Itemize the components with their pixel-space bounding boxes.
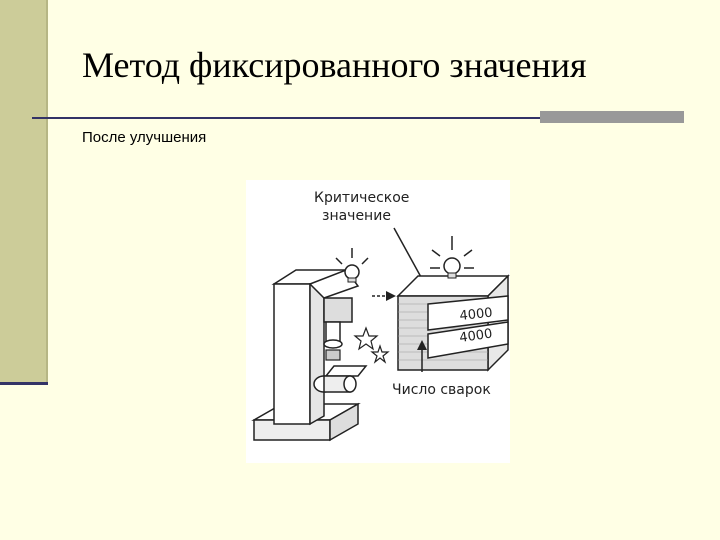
critical-value-display — [427, 295, 509, 331]
spark-star-icon — [353, 326, 379, 351]
critical-value-label-line1: Критическое — [314, 190, 409, 206]
weld-count-display — [427, 321, 509, 359]
weld-count-digits: 4000 — [458, 327, 493, 346]
left-bar-edge — [46, 0, 48, 384]
welding-counter-illustration: Критическое значение 4000 — [246, 180, 510, 463]
spark-star-small-icon — [370, 344, 390, 364]
critical-value-label-line2: значение — [322, 208, 391, 224]
slide-title: Метод фиксированного значения — [82, 45, 587, 85]
slide-subtitle: После улучшения — [82, 129, 207, 146]
illustration-svg: Критическое значение 4000 — [251, 190, 510, 442]
critical-value-digits: 4000 — [459, 306, 493, 324]
counter-lamp-icon — [430, 236, 474, 279]
left-decorative-bar — [0, 0, 46, 382]
weld-count-arrowhead — [417, 340, 427, 350]
machine-lamp-icon — [335, 248, 369, 283]
left-bar-underline — [0, 382, 48, 385]
weld-count-label: Число сварок — [392, 382, 491, 398]
title-rule — [32, 117, 540, 119]
welding-machine — [251, 269, 368, 442]
title-rule-accent — [540, 111, 684, 123]
counter-box: 4000 4000 — [396, 274, 510, 372]
signal-arrowhead-icon — [386, 291, 396, 301]
